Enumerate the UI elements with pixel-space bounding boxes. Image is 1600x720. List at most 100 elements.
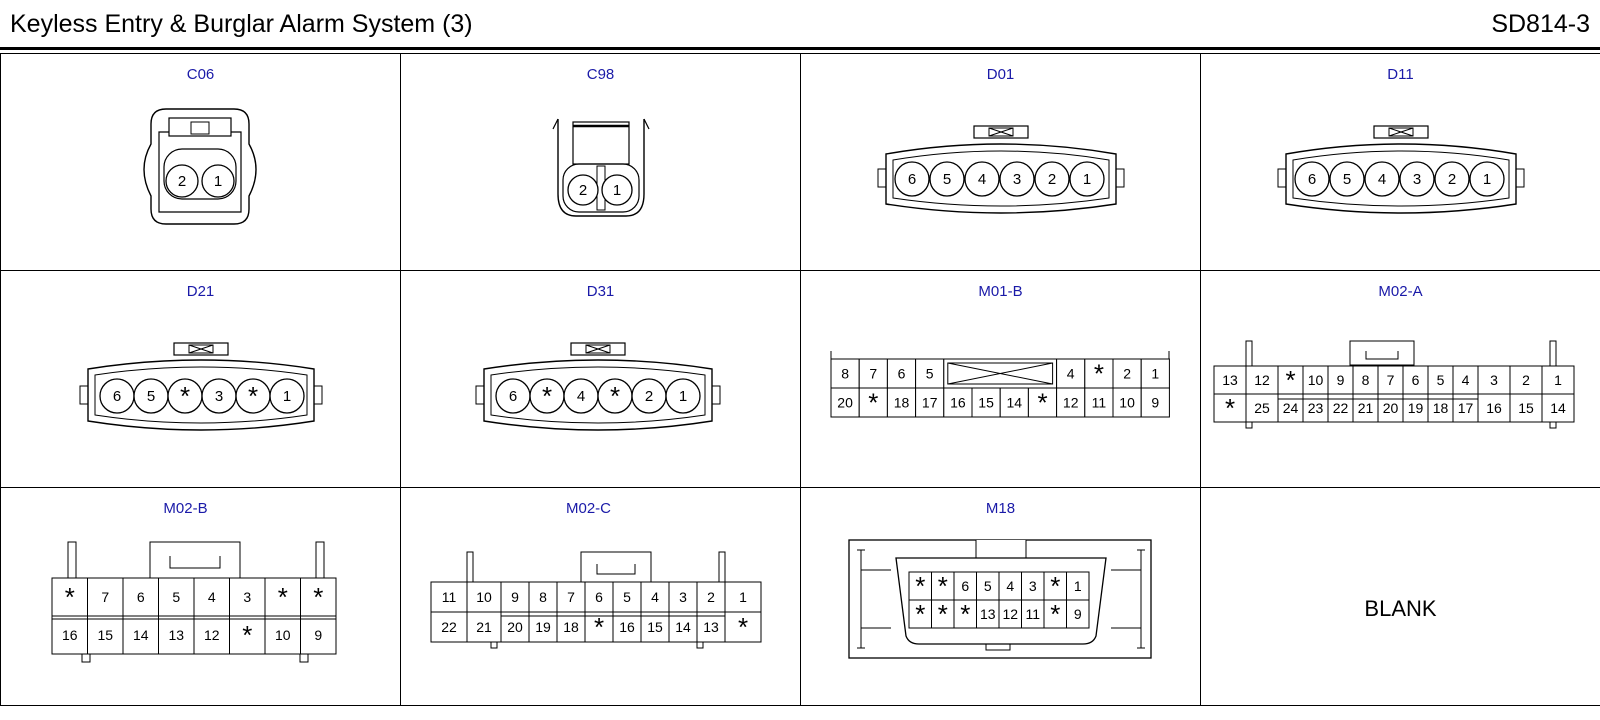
page-footer [0, 706, 1600, 720]
pin-cell [1213, 365, 1247, 395]
cell-blank: BLANK [1201, 488, 1600, 706]
pin-cell [556, 581, 586, 613]
connector-label: D31 [586, 283, 615, 300]
pin-label: 15 [1518, 400, 1534, 416]
pin-label: 2 [1048, 171, 1056, 188]
pin-cell [696, 611, 726, 643]
pin-cell [612, 581, 642, 613]
pin-cell [1402, 365, 1429, 395]
pin-label: 15 [647, 619, 663, 635]
pin-star: * [248, 381, 258, 411]
pin-label: 9 [511, 589, 519, 605]
pin-label: 16 [619, 619, 635, 635]
pin-cell [1452, 365, 1479, 395]
pin-cell [1427, 365, 1454, 395]
pin-star: * [542, 381, 552, 411]
pin-label: 6 [1412, 372, 1420, 388]
pin-label: 18 [563, 619, 579, 635]
pin-star: * [242, 620, 252, 650]
pin-label: 25 [1254, 400, 1270, 416]
pin-cell [51, 577, 88, 617]
pin-label: 5 [984, 578, 992, 594]
pin-label: 22 [441, 619, 457, 635]
pin-cell [724, 581, 762, 613]
pin-label: 6 [1308, 171, 1316, 188]
pin-circle [1069, 161, 1105, 197]
pin-label: 2 [1123, 366, 1131, 382]
pin-cell [229, 615, 266, 655]
pin-label: 11 [1092, 395, 1107, 411]
pin-label: 18 [894, 395, 910, 411]
pin-label: 6 [113, 388, 121, 405]
pin-label: 2 [645, 388, 653, 405]
pin-label: 10 [1308, 372, 1324, 388]
pin-label: 3 [679, 589, 687, 605]
pin-label: 3 [1413, 171, 1421, 188]
pin-label: 13 [1222, 372, 1238, 388]
pin-label: 1 [1554, 372, 1562, 388]
pin-cell [1084, 358, 1114, 389]
pin-label: 16 [62, 627, 78, 643]
pin-label: 9 [1074, 606, 1082, 622]
pin-label: 4 [1378, 171, 1386, 188]
connector-c98-drawing: 2 1 [552, 118, 650, 217]
pin-cell [1541, 393, 1575, 423]
pin-label: 14 [1550, 400, 1566, 416]
pin-star: * [915, 571, 925, 601]
connector-label: M02-A [1378, 283, 1423, 300]
pin-star: * [738, 612, 748, 642]
pin-cell [51, 615, 88, 655]
pin-label: 14 [1007, 395, 1023, 411]
pin-cell [612, 611, 642, 643]
pin-circle [1469, 161, 1505, 197]
pin-label: 18 [1433, 400, 1449, 416]
pin-label: 1 [1074, 578, 1082, 594]
pin-cell [1140, 387, 1170, 418]
pin-label: 14 [133, 627, 149, 643]
pin-cell [430, 611, 468, 643]
pin-label: 12 [204, 627, 220, 643]
pin-label: 2 [1448, 171, 1456, 188]
pin-label: 3 [1013, 171, 1021, 188]
pin-label: 23 [1308, 400, 1324, 416]
pin-cell [122, 615, 159, 655]
page-code: SD814-3 [1491, 10, 1590, 38]
pin-label: 4 [978, 171, 986, 188]
pin-label: 16 [1486, 400, 1502, 416]
pin-label: 4 [651, 589, 659, 605]
pin-star: * [1225, 393, 1235, 423]
pin-label: 4 [1462, 372, 1470, 388]
pin-cell [668, 611, 698, 643]
pin-cell [943, 387, 973, 418]
pin-label: 1 [1151, 366, 1159, 382]
pin-cell [1140, 358, 1170, 389]
pin-label: 1 [679, 388, 687, 405]
pin-star: * [313, 582, 323, 612]
pin-cell [999, 387, 1029, 418]
connector-label: M18 [985, 500, 1016, 517]
pin-circle [1399, 161, 1435, 197]
pin-label: 21 [476, 619, 492, 635]
pin-cell [858, 387, 888, 418]
pin-cell [640, 581, 670, 613]
pin-label: 10 [275, 627, 291, 643]
pin-label: 22 [1333, 400, 1349, 416]
pin-label: 8 [539, 589, 547, 605]
pin-cell [1112, 387, 1142, 418]
connector-grid: C06 2 1 C98 2 1 D01 [0, 53, 1600, 706]
pin-label: 20 [507, 619, 523, 635]
pin-star: * [915, 599, 925, 629]
pin-label: 12 [1002, 606, 1018, 622]
pin-star: * [278, 582, 288, 612]
pin-label: 3 [1490, 372, 1498, 388]
pin-circle [964, 161, 1000, 197]
pin-star: * [1285, 365, 1295, 395]
pin-star: * [868, 388, 878, 418]
pin-label: 9 [1337, 372, 1345, 388]
